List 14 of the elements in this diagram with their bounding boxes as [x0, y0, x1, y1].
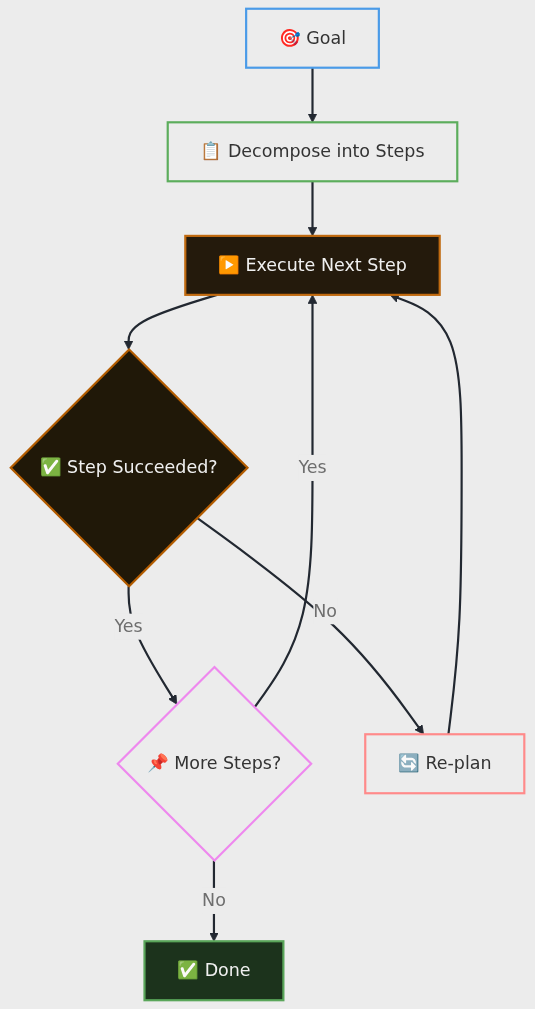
node-box: ✅ Done	[143, 940, 285, 1002]
edge-label: No	[202, 889, 226, 911]
node-box: 🔄 Re-plan	[364, 733, 526, 795]
arrow	[307, 67, 318, 123]
node-box: 📋 Decompose into Steps	[166, 121, 459, 183]
node-diamond: 📌 More Steps?	[116, 665, 313, 862]
edge-label: Yes	[114, 615, 143, 637]
node-diamond: ✅ Step Succeeded?	[9, 347, 250, 588]
edge-label: No	[313, 600, 338, 622]
arrow	[196, 516, 424, 735]
node-box: 🎯 Goal	[245, 7, 380, 69]
edge-label: Yes	[298, 456, 327, 478]
arrow	[253, 294, 318, 709]
node-box: ▶ Execute Next Step	[184, 234, 441, 296]
